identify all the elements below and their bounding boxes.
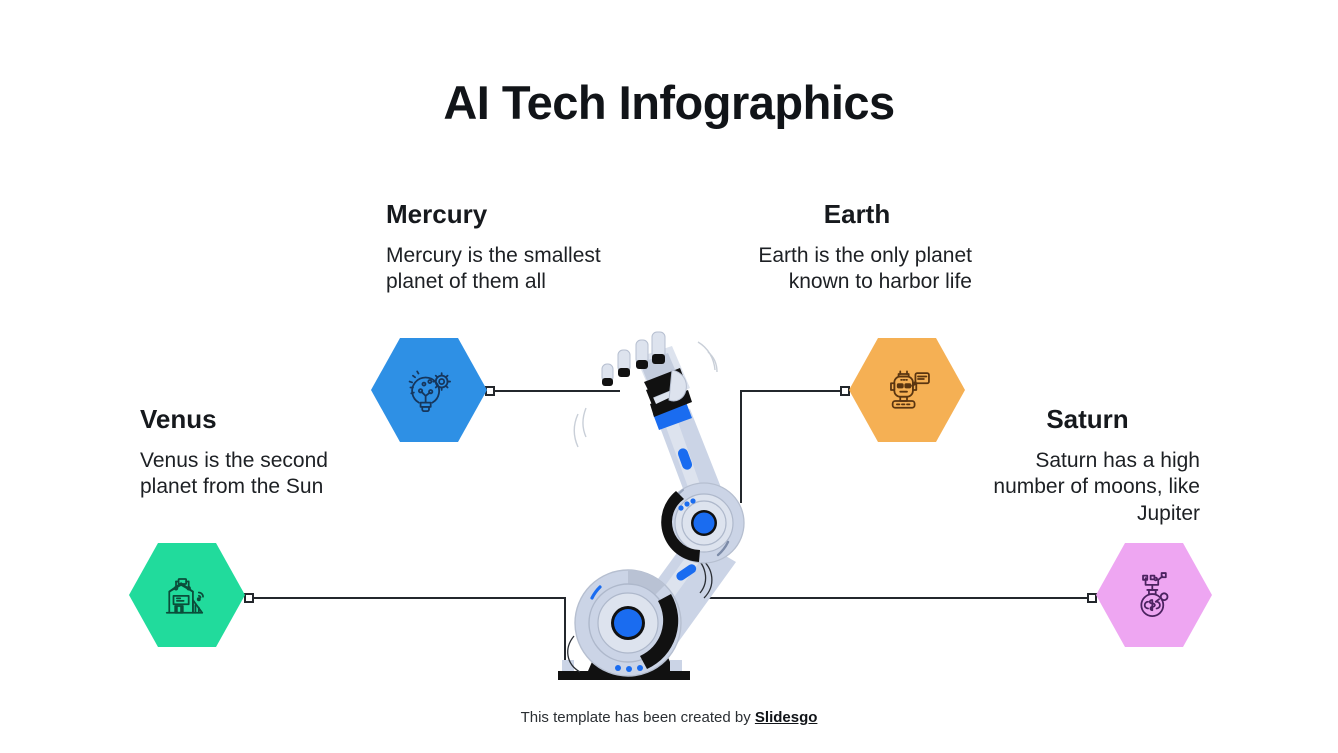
chatbot-robot-icon bbox=[880, 363, 934, 417]
info-block-venus: Venus Venus is the second planet from th… bbox=[140, 405, 340, 501]
info-block-saturn: Saturn Saturn has a high number of moons… bbox=[975, 405, 1200, 528]
smart-home-icon bbox=[160, 568, 214, 622]
lightbulb-gear-icon bbox=[402, 363, 456, 417]
brain-flask-icon bbox=[1127, 568, 1181, 622]
connector-marker-mercury bbox=[485, 386, 495, 396]
hexagon-earth[interactable] bbox=[849, 338, 965, 442]
slidesgo-link[interactable]: Slidesgo bbox=[754, 709, 818, 726]
hexagon-saturn[interactable] bbox=[1096, 543, 1212, 647]
info-heading-venus: Venus bbox=[140, 404, 217, 434]
footer-credit: This template has been created by Slides… bbox=[0, 709, 1338, 726]
info-body-earth: Earth is the only planet known to harbor… bbox=[758, 243, 972, 294]
info-body-mercury: Mercury is the smallest planet of them a… bbox=[386, 243, 601, 294]
robotic-arm-illustration bbox=[558, 331, 745, 680]
info-block-earth: Earth Earth is the only planet known to … bbox=[742, 200, 972, 296]
hexagon-venus[interactable] bbox=[129, 543, 245, 647]
info-block-mercury: Mercury Mercury is the smallest planet o… bbox=[386, 200, 616, 296]
connector-marker-venus bbox=[244, 593, 254, 603]
info-body-venus: Venus is the second planet from the Sun bbox=[140, 448, 328, 499]
page-title: AI Tech Infographics bbox=[443, 76, 895, 129]
connector-venus bbox=[249, 597, 566, 672]
hexagon-mercury[interactable] bbox=[371, 338, 487, 442]
connector-marker-earth bbox=[840, 386, 850, 396]
connector-marker-saturn bbox=[1087, 593, 1097, 603]
info-heading-saturn: Saturn bbox=[1046, 404, 1129, 434]
info-body-saturn: Saturn has a high number of moons, like … bbox=[993, 448, 1200, 526]
info-heading-mercury: Mercury bbox=[386, 199, 488, 229]
info-heading-earth: Earth bbox=[823, 199, 891, 229]
footer-text: This template has been created by bbox=[520, 709, 755, 726]
